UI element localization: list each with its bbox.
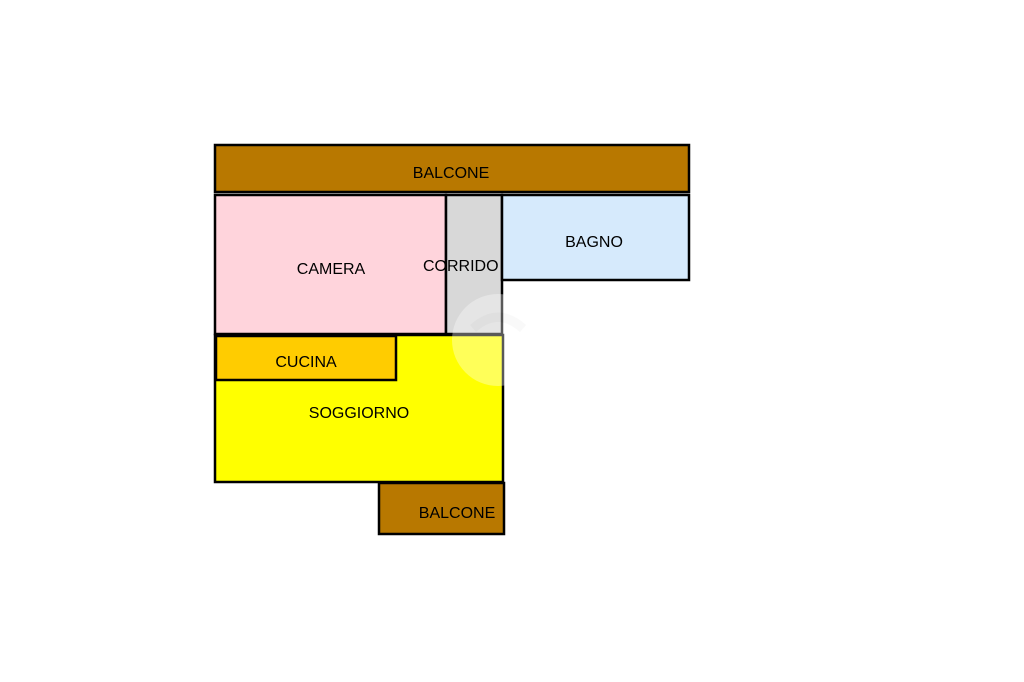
room-cucina-label: CUCINA <box>275 354 337 371</box>
room-balcone-top-shape <box>213 143 691 194</box>
room-balcone-top-label: BALCONE <box>413 165 489 182</box>
watermark-logo-icon <box>452 294 544 386</box>
room-balcone-top: BALCONE <box>213 143 691 194</box>
room-bagno-label: BAGNO <box>565 234 623 251</box>
room-corridoio-label: CORRIDO <box>423 258 499 275</box>
room-camera-shape <box>213 193 448 336</box>
room-balcone-bottom-label: BALCONE <box>419 505 495 522</box>
room-balcone-bottom-shape <box>377 481 506 536</box>
room-camera: CAMERA <box>213 193 448 336</box>
room-cucina: CUCINA <box>214 334 398 382</box>
room-balcone-bottom: BALCONE <box>377 481 506 536</box>
room-bagno: BAGNO <box>500 193 691 282</box>
room-camera-label: CAMERA <box>297 261 366 278</box>
room-cucina-shape <box>214 334 398 382</box>
room-soggiorno-label: SOGGIORNO <box>309 405 409 422</box>
room-bagno-shape <box>500 193 691 282</box>
